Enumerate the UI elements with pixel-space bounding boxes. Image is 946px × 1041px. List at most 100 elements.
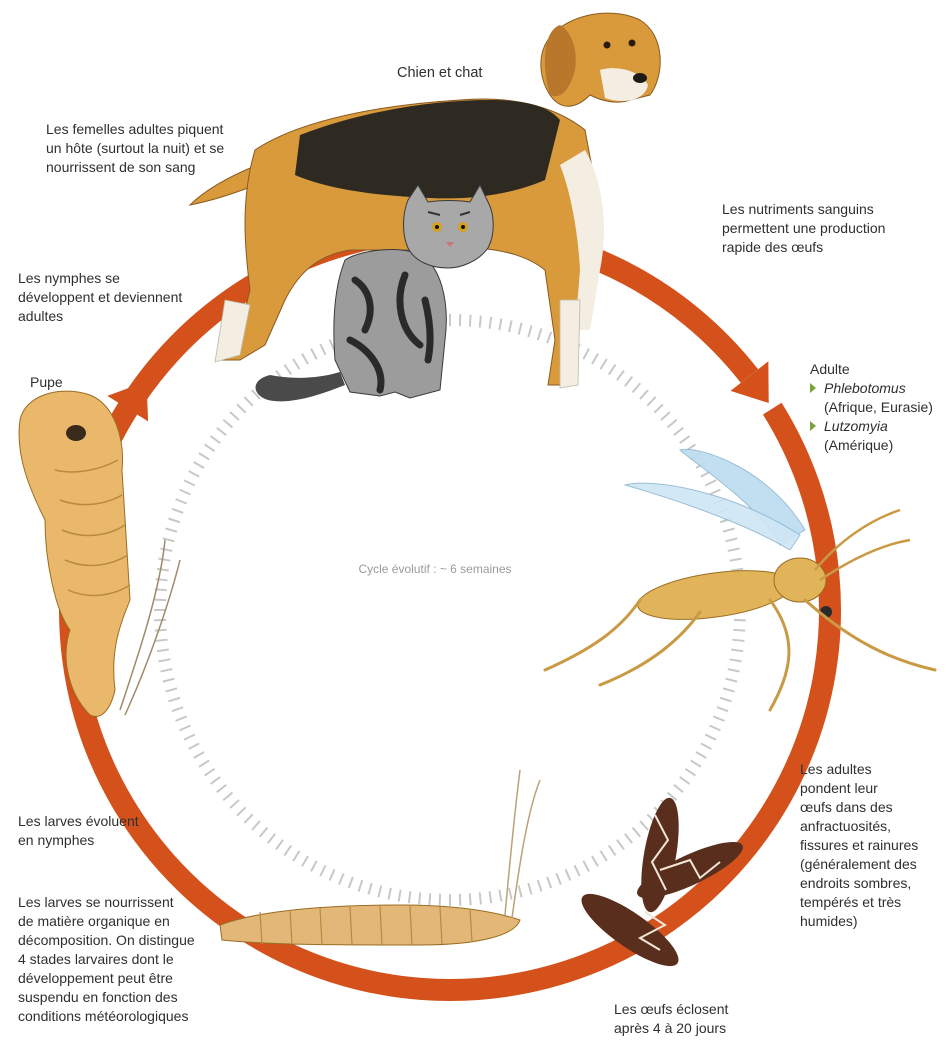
ring-tick [165,688,177,691]
ring-tick [176,499,187,503]
ring-tick [661,412,670,420]
ring-tick [470,893,471,905]
ring-tick [217,428,226,435]
ring-tick [160,548,172,550]
ring-tick [490,317,492,329]
ring-tick [617,840,624,850]
ring-tick [163,679,175,682]
ring-tick [705,480,716,485]
ring-tick [194,752,204,758]
species-name: Lutzomyia [824,417,888,436]
ring-tick [731,650,743,652]
ring-tick [293,359,299,369]
ring-tick [320,344,325,355]
ring-tick [205,769,215,776]
ring-tick [237,807,246,815]
ring-tick [359,880,363,891]
ring-tick [189,471,200,477]
larvae-feed-label: Les larves se nourrissent de matière org… [18,893,195,1026]
ring-tick [600,359,606,369]
ring-tick [733,630,745,631]
ring-tick [156,579,168,580]
ring-tick [728,669,740,671]
ring-tick [284,365,291,375]
ring-tick [211,436,221,443]
species-item: Lutzomyia [810,417,933,436]
ring-tick [583,349,589,360]
bite-label: Les femelles adultes piquent un hôte (su… [46,120,224,177]
adults-lay-label: Les adultes pondent leur œufs dans des a… [800,760,918,931]
ring-tick [470,315,471,327]
ring-tick [625,834,632,843]
ring-tick [717,707,728,711]
ring-tick [691,760,701,766]
ring-tick [155,630,167,631]
bullet-triangle-icon [810,421,816,431]
ring-tick [720,698,731,702]
ring-tick [211,777,221,784]
ring-tick [538,880,542,891]
ring-tick [244,814,252,823]
ring-tick [429,893,430,905]
ring-tick [419,892,420,904]
ring-tick [640,821,648,830]
ring-tick [732,640,744,641]
ring-tick [528,883,531,895]
ring-tick [230,800,239,808]
ring-tick [184,480,195,485]
ring-tick [705,734,716,739]
eggs-hatch-label: Les œufs éclosent après 4 à 20 jours [614,1000,728,1038]
ring-tick [399,890,401,902]
ring-tick [566,869,571,880]
species-item: Phlebotomus [810,379,933,398]
ring-tick [160,669,172,671]
ring-tick [528,325,531,337]
ring-tick [696,752,706,758]
ring-tick [244,397,252,406]
ring-tick [388,888,390,900]
ring-tick [184,734,195,739]
ring-tick [237,404,246,412]
ring-tick [302,856,308,866]
adult-species-list: Adulte Phlebotomus (Afrique, Eurasie) Lu… [810,360,933,455]
ring-tick [490,891,492,903]
ring-tick [368,883,371,895]
ring-tick [600,851,606,861]
ring-tick [252,821,260,830]
ring-tick [730,659,742,661]
ring-tick [625,377,632,386]
cycle-duration-caption: Cycle évolutif : ~ 6 semaines [330,562,540,576]
ring-tick [609,365,616,375]
ring-tick [268,834,275,843]
ring-tick [320,865,325,876]
ring-tick [260,828,268,837]
ring-tick [480,892,481,904]
ring-tick [509,888,511,900]
ring-tick [409,891,411,903]
pupa-illustration [19,391,180,716]
ring-tick [311,861,317,872]
ring-tick [168,519,179,523]
ring-tick [726,679,738,682]
ring-tick [592,354,598,364]
ring-tick [349,877,353,888]
species-region: (Amérique) [810,436,933,455]
ring-tick [547,877,551,888]
pupa-label: Pupe [30,373,63,392]
ring-tick [654,404,663,412]
ring-tick [633,383,641,392]
ring-tick [519,886,522,898]
ring-tick [378,886,381,898]
ring-tick [674,428,683,435]
ring-tick [276,840,283,850]
ring-tick [547,332,551,343]
ring-tick [519,323,522,335]
ring-tick [728,548,740,550]
ring-tick [709,726,720,731]
ring-tick [617,371,624,381]
ring-tick [168,698,179,702]
ring-tick [730,559,742,561]
ring-tick [685,769,695,776]
ring-tick [302,354,308,364]
